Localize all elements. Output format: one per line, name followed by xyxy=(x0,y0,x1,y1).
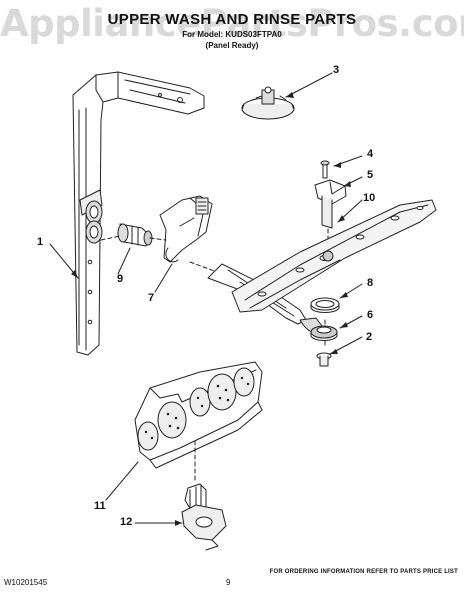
clip-part-5 xyxy=(314,179,347,229)
watermark: AppliancePartsPros.com xyxy=(0,2,464,45)
panel-line: (Panel Ready) xyxy=(205,41,259,50)
callout-8: 8 xyxy=(367,277,374,289)
callout-12: 12 xyxy=(120,516,133,528)
callout-11: 11 xyxy=(94,500,106,512)
callout-1: 1 xyxy=(37,236,44,248)
callout-2: 2 xyxy=(366,331,373,343)
callout-10: 10 xyxy=(363,192,376,204)
seal-part-8 xyxy=(310,297,340,313)
nut-part-2 xyxy=(316,352,332,367)
screw-part-4 xyxy=(320,160,330,179)
page-title: UPPER WASH AND RINSE PARTS xyxy=(107,11,357,28)
callout-6: 6 xyxy=(367,309,374,321)
spray-manifold-part-11 xyxy=(134,361,263,469)
document-number: W10201545 xyxy=(4,578,48,587)
callout-3: 3 xyxy=(333,64,340,76)
bearing-part-6 xyxy=(310,325,338,341)
nozzle-base-part-12 xyxy=(181,483,227,551)
callout-9: 9 xyxy=(117,273,124,285)
hub-assembly-part-3 xyxy=(241,86,295,120)
model-line: For Model: KUDS03FTPA0 xyxy=(182,30,282,39)
inlet-fitting-part-9 xyxy=(117,223,153,247)
bracket-part-7 xyxy=(159,195,213,263)
spray-arm-part-10 xyxy=(207,199,437,333)
page-number: 9 xyxy=(226,578,231,587)
callout-4: 4 xyxy=(367,148,374,160)
callout-7: 7 xyxy=(148,292,155,304)
ordering-note: FOR ORDERING INFORMATION REFER TO PARTS … xyxy=(269,569,458,575)
supply-tube-part-1 xyxy=(72,71,205,356)
callout-5: 5 xyxy=(367,169,374,181)
